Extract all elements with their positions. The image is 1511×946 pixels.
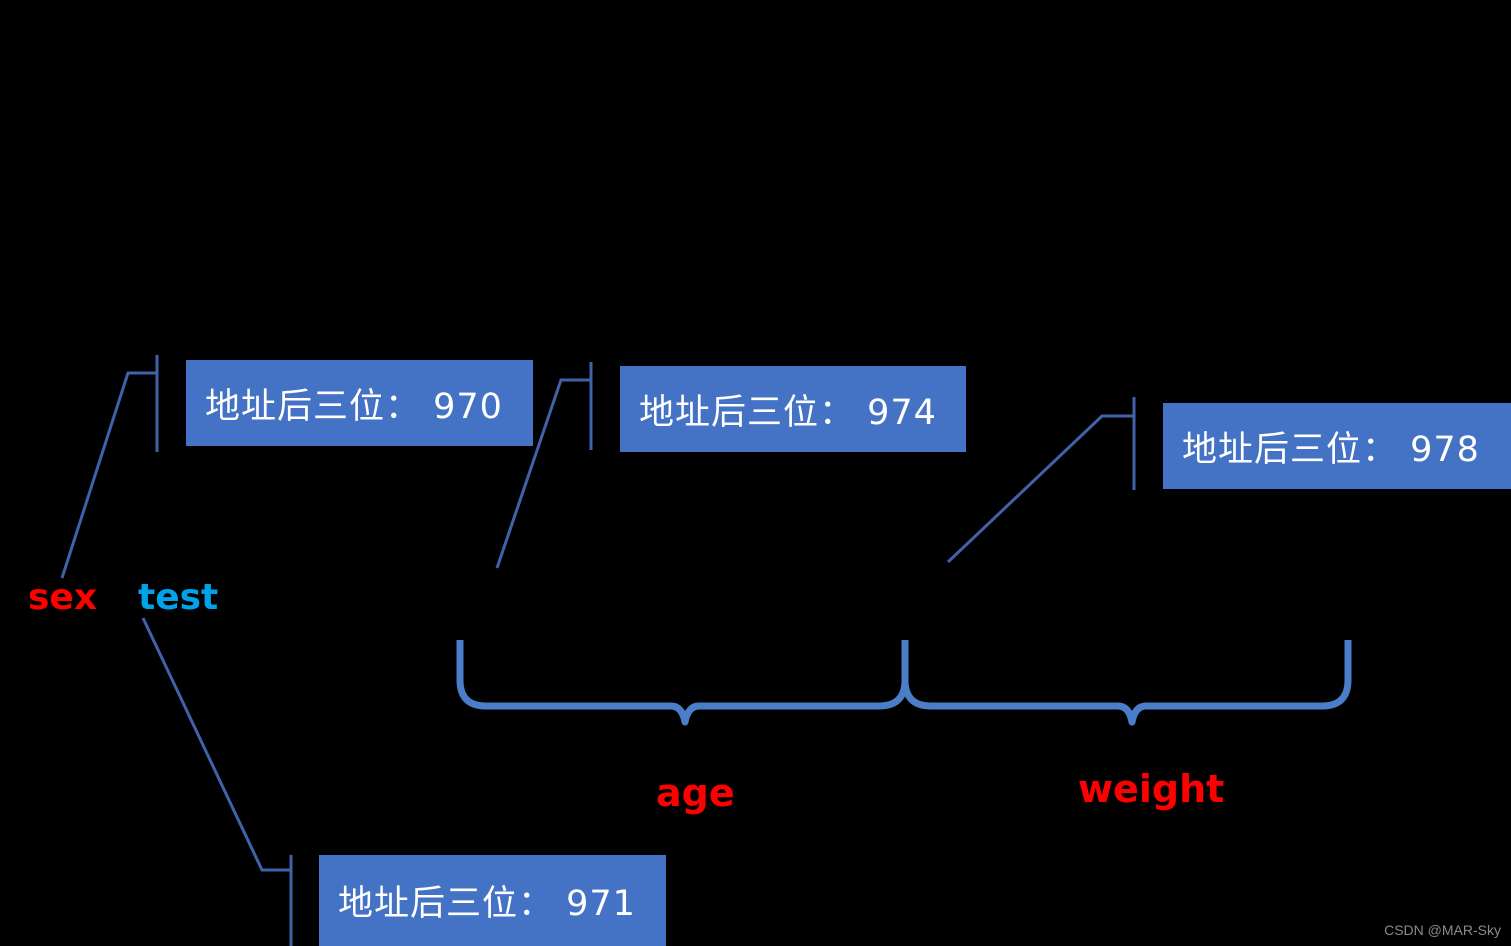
variable-label-weight: weight xyxy=(1078,767,1225,811)
leader-polyline-sex xyxy=(60,371,157,579)
address-box-971-text: 地址后三位： 971 xyxy=(338,884,636,924)
leader-line-test xyxy=(141,617,293,946)
address-box-978-text: 地址后三位： 978 xyxy=(1182,429,1480,470)
variable-label-sex: sex xyxy=(28,577,98,618)
watermark: CSDN @MAR-Sky xyxy=(1384,922,1501,938)
brace-weight xyxy=(901,640,1352,726)
address-box-971: 地址后三位： 971 xyxy=(319,855,666,946)
address-box-974: 地址后三位： 974 xyxy=(620,366,966,452)
address-box-978: 地址后三位： 978 xyxy=(1163,403,1511,489)
leader-line-weight-first xyxy=(946,397,1136,564)
variable-label-test: test xyxy=(138,577,219,618)
variable-label-age: age xyxy=(656,771,735,815)
address-box-970-text: 地址后三位： 970 xyxy=(205,386,503,427)
address-box-974-text: 地址后三位： 974 xyxy=(639,392,937,433)
leader-line-sex xyxy=(60,355,159,579)
address-box-970: 地址后三位： 970 xyxy=(186,360,533,446)
leader-polyline-test xyxy=(141,617,291,872)
brace-age xyxy=(456,640,909,726)
leader-polyline-weight-first xyxy=(946,414,1134,564)
